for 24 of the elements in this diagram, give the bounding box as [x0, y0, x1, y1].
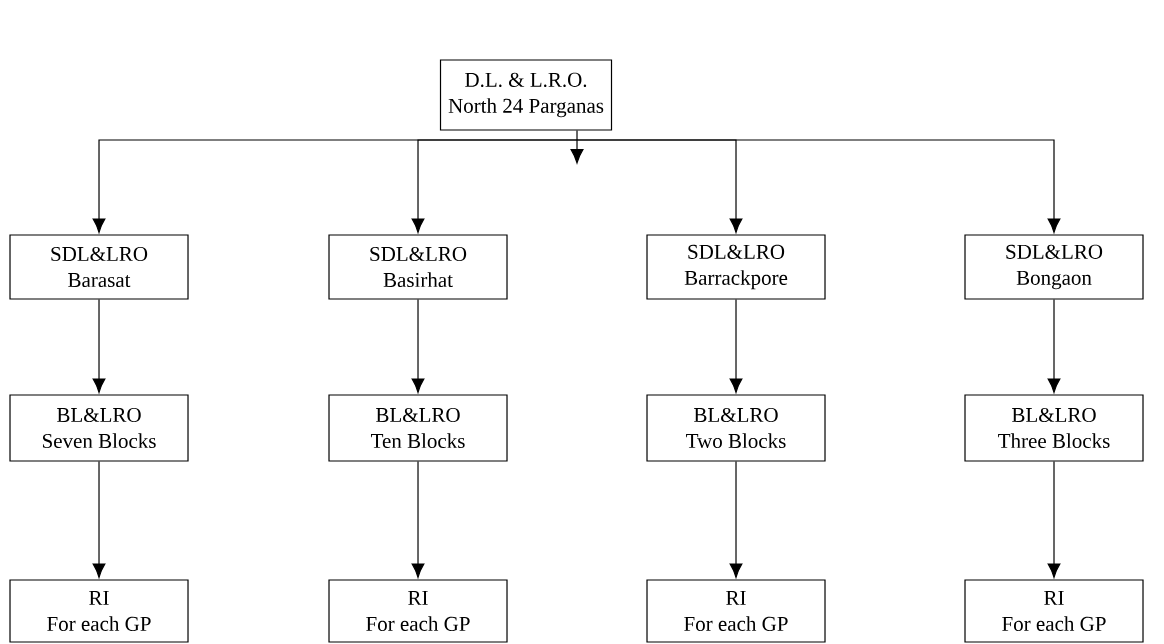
org-box: BL&LRO Three Blocks	[964, 394, 1144, 462]
org-box: RI For each GP	[328, 579, 508, 643]
org-box: RI For each GP	[964, 579, 1144, 643]
arrow	[576, 139, 1061, 233]
org-box: BL&LRO Two Blocks	[646, 394, 826, 462]
arrow	[1047, 460, 1061, 578]
org-box: BL&LRO Seven Blocks	[9, 394, 189, 462]
arrow	[92, 460, 106, 578]
arrow	[411, 299, 425, 393]
arrow	[92, 299, 106, 393]
arrow	[1047, 299, 1061, 393]
org-box: SDL&LRO Basirhat	[328, 234, 508, 300]
arrow	[729, 299, 743, 393]
org-box: SDL&LRO Barasat	[9, 234, 189, 300]
arrow	[411, 460, 425, 578]
arrow	[570, 130, 584, 164]
arrow	[729, 460, 743, 578]
org-box: RI For each GP	[9, 579, 189, 643]
org-box: D.L. & L.R.O. North 24 Parganas	[439, 59, 613, 131]
org-box: SDL&LRO Barrackpore	[646, 234, 826, 300]
arrow	[411, 139, 578, 233]
org-box: RI For each GP	[646, 579, 826, 643]
org-box: SDL&LRO Bongaon	[964, 234, 1144, 300]
org-box: BL&LRO Ten Blocks	[328, 394, 508, 462]
